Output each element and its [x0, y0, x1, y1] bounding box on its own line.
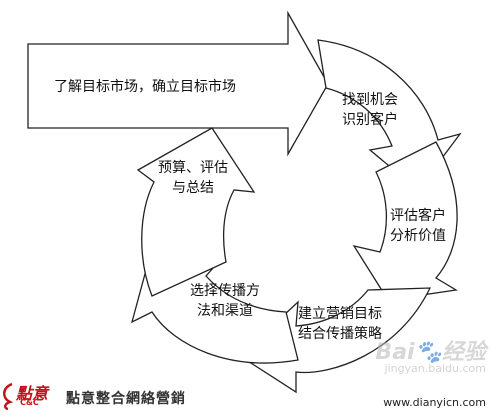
- step-evaluate-customer: 评估客户 分析价值: [390, 206, 446, 246]
- step-line: 建立营销目标: [298, 306, 382, 322]
- step-marketing-goals: 建立营销目标 结合传播策略: [298, 304, 382, 344]
- arrow-understand-market: [27, 10, 329, 157]
- step-line: 与总结: [172, 180, 214, 196]
- step-line: 结合传播策略: [298, 326, 382, 342]
- logo-swirl-icon: [3, 382, 14, 410]
- arrow-budget-evaluate: [136, 127, 256, 297]
- step-line: 分析价值: [390, 228, 446, 244]
- arrow-marketing-goals: [238, 287, 432, 394]
- step-find-opportunity: 找到机会 识别客户: [342, 90, 398, 130]
- watermark-brand-text: Bai: [375, 340, 415, 365]
- watermark-brand-suffix: 经验: [441, 340, 486, 365]
- company-name: 點意整合網絡營銷: [66, 391, 186, 407]
- watermark-url: jingyan.baidu.com: [384, 362, 486, 375]
- step-line: 预算、评估: [158, 160, 228, 176]
- watermark-paw-icon: 🐾: [414, 340, 442, 365]
- logo-sub: C&C: [20, 398, 39, 407]
- step-line: 评估客户: [390, 208, 446, 224]
- logo-mark: 點意: [16, 384, 49, 403]
- company-logo: 點意 C&C 點意整合網絡營銷: [0, 378, 200, 412]
- step-line: 识别客户: [342, 112, 398, 128]
- step-line: 选择传播方: [190, 283, 260, 299]
- baidu-watermark: Bai🐾经验 jingyan.baidu.com: [336, 334, 486, 382]
- step-line: 了解目标市场，确立目标市场: [54, 79, 236, 95]
- step-select-channels: 选择传播方 法和渠道: [190, 281, 260, 321]
- step-line: 找到机会: [342, 92, 398, 108]
- step-understand-market: 了解目标市场，确立目标市场: [54, 77, 236, 97]
- step-budget-evaluate: 预算、评估 与总结: [158, 158, 228, 198]
- step-line: 法和渠道: [197, 303, 253, 319]
- site-url: www.dianyicn.com: [383, 396, 486, 409]
- watermark-brand: Bai🐾经验: [375, 334, 486, 366]
- arrow-evaluate-customer: [352, 141, 458, 301]
